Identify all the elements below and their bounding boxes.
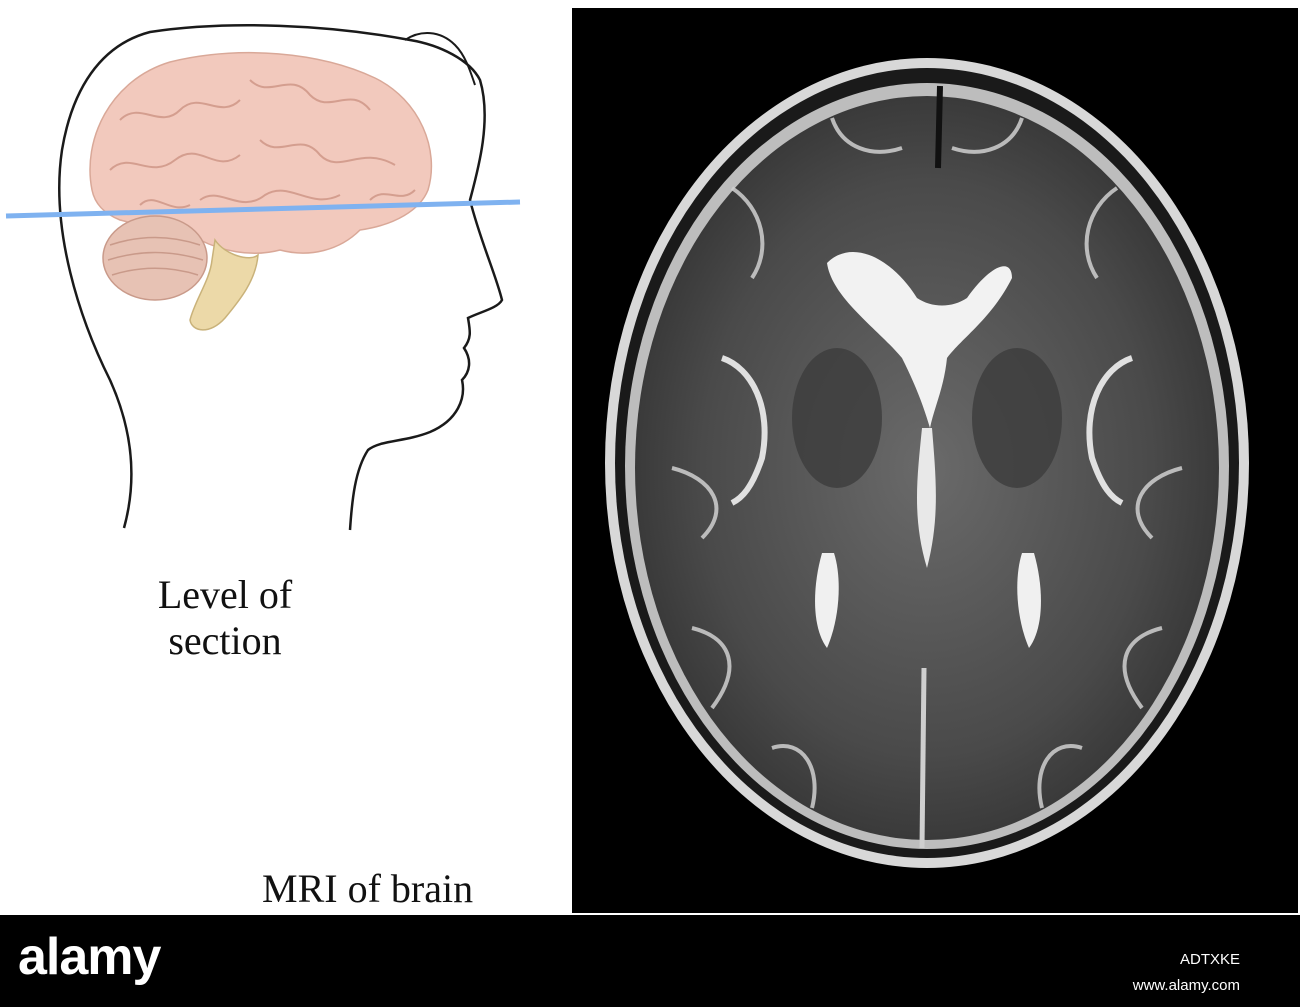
sulci — [671, 117, 1183, 809]
level-of-section-caption: Level of section — [110, 572, 340, 664]
sylvian-fissure-left — [720, 355, 768, 506]
section-level-line — [5, 199, 521, 219]
sylvian-fissure-right — [1086, 355, 1134, 506]
third-ventricle — [917, 428, 936, 568]
cerebellum — [102, 215, 208, 301]
site-url: www.alamy.com — [1132, 977, 1240, 994]
mri-axial-slice — [605, 58, 1249, 868]
interhemispheric-fissure-anterior — [935, 85, 943, 169]
level-caption-line1: Level of — [157, 572, 293, 617]
lateral-ventricles — [827, 251, 1012, 428]
alamy-logo: alamy — [18, 928, 161, 986]
brainstem — [189, 237, 259, 331]
occipital-horn-left — [815, 553, 839, 648]
level-caption-line2: section — [168, 618, 282, 663]
brain-gyri — [109, 79, 416, 209]
footer-bar: alamy ADTXKE www.alamy.com — [0, 915, 1300, 1007]
basal-ganglia-left — [792, 348, 882, 488]
image-id-label: ADTXKE — [1179, 951, 1240, 968]
mri-caption: MRI of brain — [262, 866, 474, 911]
head-illustration — [5, 24, 521, 531]
occipital-horn-right — [1017, 553, 1041, 648]
interhemispheric-fissure-posterior — [919, 667, 927, 849]
head-outline — [58, 24, 504, 531]
basal-ganglia-right — [972, 348, 1062, 488]
mri-scan-panel — [572, 8, 1298, 913]
hair-tuft — [404, 32, 476, 86]
